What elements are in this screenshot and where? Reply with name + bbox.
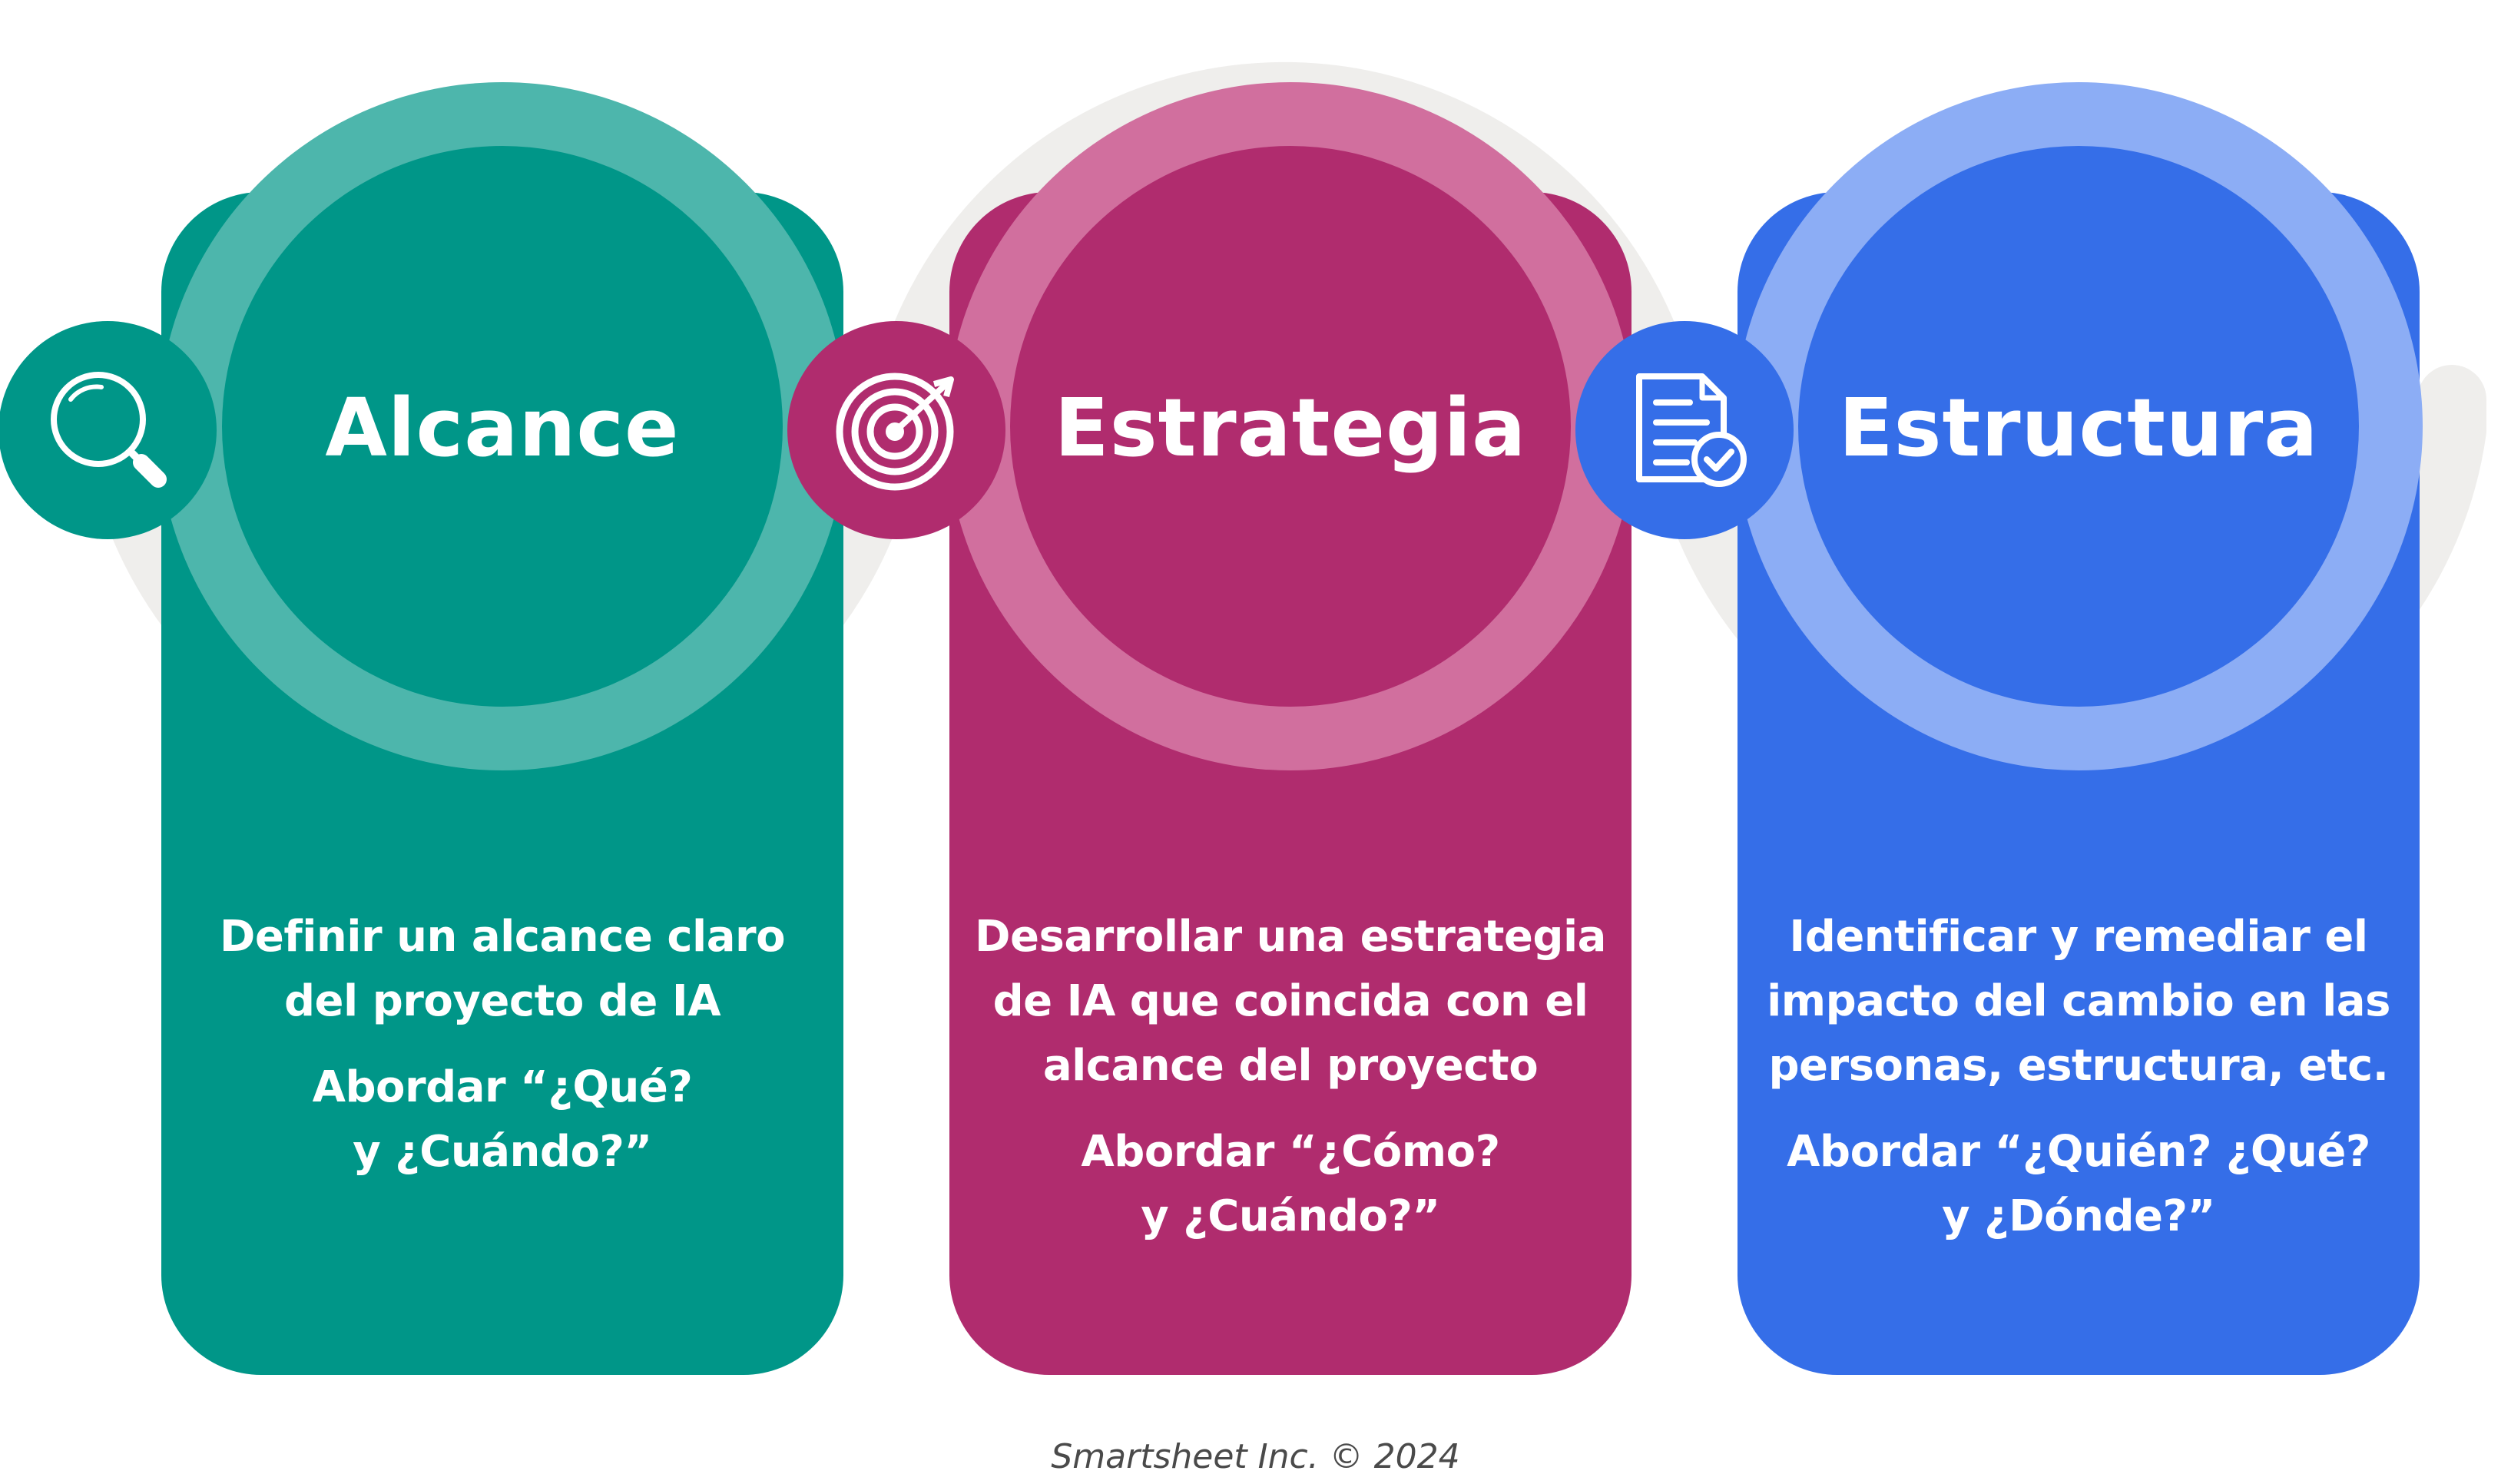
- stage-description-estructura: Identificar y remediar el impacto del ca…: [1767, 912, 2390, 1091]
- pill-estrategia-inner-disc: [1010, 146, 1571, 707]
- stage-description-estrategia: Desarrollar una estrategia de IA que coi…: [975, 912, 1606, 1091]
- target-icon: [787, 321, 1005, 539]
- stage-description-alcance: Definir un alcance claro del proyecto de…: [219, 912, 786, 1026]
- stage-question-alcance: Abordar “¿Qué? y ¿Cuándo?”: [312, 1062, 693, 1177]
- pill-estrategia: [946, 82, 1635, 1375]
- footer-credit: Smartsheet Inc. © 2024: [1051, 1437, 1460, 1476]
- pill-estructura: [1734, 82, 2423, 1375]
- stage-question-estructura: Abordar “¿Quién? ¿Qué? y ¿Dónde?”: [1787, 1127, 2370, 1241]
- stage-body-estrategia: Desarrollar una estrategia de IA que coi…: [949, 905, 1631, 1249]
- pill-estructura-inner-disc: [1798, 146, 2359, 707]
- magnifying-glass-icon: [0, 321, 217, 539]
- document-check-icon: [1575, 321, 1794, 539]
- pill-alcance-inner-disc: [222, 146, 783, 707]
- stage-title-estrategia: Estrategia: [1054, 381, 1527, 475]
- stage-title-alcance: Alcance: [325, 381, 680, 475]
- stage-title-estructura: Estructura: [1838, 381, 2319, 475]
- stage-body-alcance: Definir un alcance claro del proyecto de…: [161, 905, 843, 1184]
- stage-body-estructura: Identificar y remediar el impacto del ca…: [1737, 905, 2420, 1249]
- stage-question-estrategia: Abordar “¿Cómo? y ¿Cuándo?”: [1081, 1127, 1500, 1241]
- pill-alcance: [158, 82, 846, 1375]
